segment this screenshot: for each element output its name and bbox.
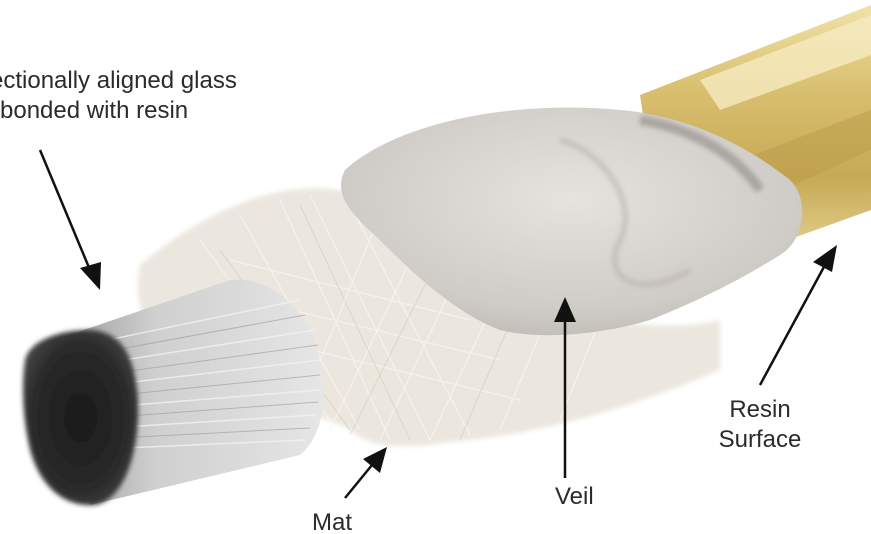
label-mat: Mat [312,508,352,534]
label-resin-line2: Surface [700,425,820,455]
label-glass-line1: ectionally aligned glass [0,66,237,96]
arrow-mat [345,447,387,498]
glass-fiber-bundle [23,280,324,506]
label-veil: Veil [555,482,594,512]
label-glass-line2: bonded with resin [0,96,237,126]
label-glass-fibers: ectionally aligned glass bonded with res… [0,66,237,126]
arrow-glass [40,150,101,290]
label-resin-line1: Resin [700,395,820,425]
label-resin-surface: Resin Surface [700,395,820,455]
arrow-resin [760,245,837,385]
